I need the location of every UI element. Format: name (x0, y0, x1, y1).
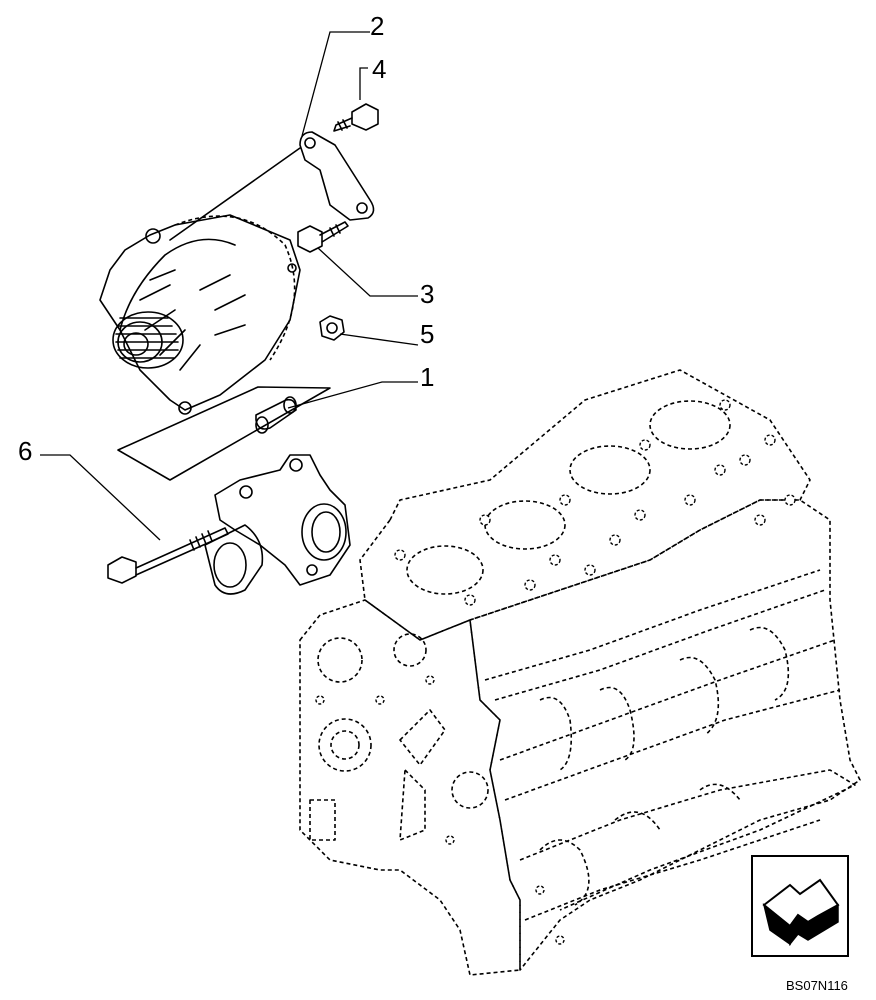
reference-code: BS07N116 (786, 978, 848, 993)
bolt-4 (333, 103, 379, 132)
alternator-bracket (299, 131, 375, 221)
alternator (99, 214, 301, 415)
callout-2: 2 (370, 11, 384, 41)
spacer-1 (255, 396, 297, 434)
leader-lines (40, 31, 419, 541)
block-bolt-holes (315, 399, 796, 945)
engine-block (299, 369, 861, 976)
nut-5 (319, 315, 345, 341)
bolt-3 (297, 221, 349, 253)
callout-1: 1 (420, 362, 434, 392)
callout-5: 5 (420, 319, 434, 349)
alternator-pulley (112, 311, 184, 369)
callout-3: 3 (420, 279, 434, 309)
pump-housing (204, 454, 351, 595)
callout-labels: 2 4 3 5 1 6 (18, 11, 434, 466)
callout-6: 6 (18, 436, 32, 466)
mounting-reference-frame (117, 386, 331, 481)
callout-4: 4 (372, 54, 386, 84)
bolt-6 (107, 527, 229, 584)
direction-arrow-icon (751, 855, 849, 957)
